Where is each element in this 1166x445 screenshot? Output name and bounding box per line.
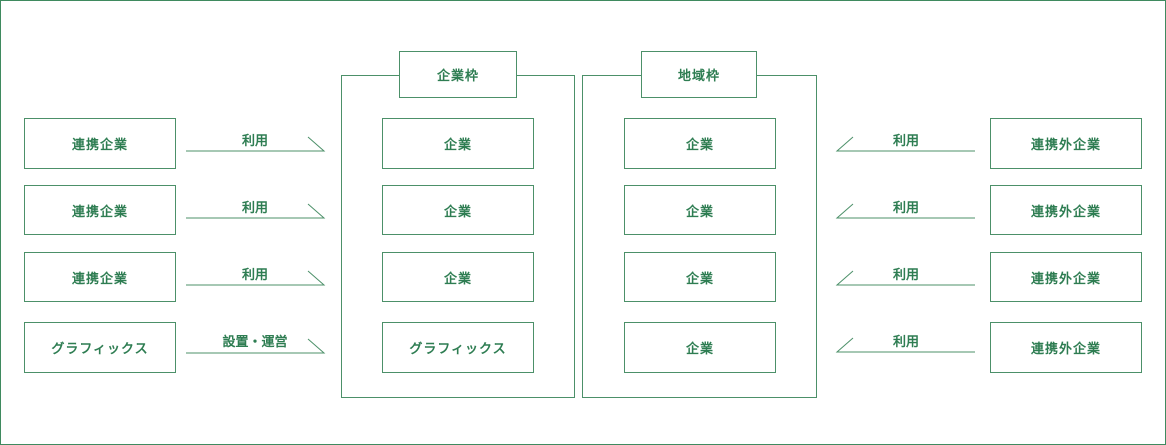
arrow-left-3	[186, 270, 326, 286]
region-frame-item-1: 企業	[624, 118, 776, 169]
arrow-right-4	[835, 337, 975, 353]
arrow-label-left-2: 利用	[241, 201, 268, 216]
partner-company-box-3: 連携企業	[24, 252, 176, 302]
arrow-label-left-3: 利用	[241, 268, 268, 283]
company-frame-item-2: 企業	[382, 185, 534, 235]
arrow-right-1	[835, 136, 975, 152]
arrow-label-right-2: 利用	[892, 201, 919, 216]
non-partner-company-box-1: 連携外企業	[990, 118, 1142, 169]
arrow-left-2	[186, 203, 326, 219]
partner-company-box-1: 連携企業	[24, 118, 176, 169]
arrow-label-left-4: 設置・運営	[222, 335, 288, 350]
non-partner-company-box-4: 連携外企業	[990, 322, 1142, 373]
non-partner-company-box-2: 連携外企業	[990, 185, 1142, 235]
company-frame-title: 企業枠	[399, 51, 517, 98]
arrow-left-1	[186, 136, 326, 152]
region-frame-title: 地域枠	[641, 51, 757, 98]
partner-company-box-2: 連携企業	[24, 185, 176, 235]
region-frame-item-3: 企業	[624, 252, 776, 302]
graphics-box-left: グラフィックス	[24, 322, 176, 373]
company-frame-item-4: グラフィックス	[382, 322, 534, 373]
arrow-label-right-4: 利用	[892, 335, 919, 350]
arrow-label-right-3: 利用	[892, 268, 919, 283]
arrow-left-4	[186, 338, 326, 354]
arrow-right-2	[835, 203, 975, 219]
region-frame-item-4: 企業	[624, 322, 776, 373]
arrow-label-left-1: 利用	[241, 134, 268, 149]
arrow-label-right-1: 利用	[892, 134, 919, 149]
region-frame-item-2: 企業	[624, 185, 776, 235]
company-frame-item-3: 企業	[382, 252, 534, 302]
non-partner-company-box-3: 連携外企業	[990, 252, 1142, 302]
company-frame-item-1: 企業	[382, 118, 534, 169]
arrow-right-3	[835, 270, 975, 286]
